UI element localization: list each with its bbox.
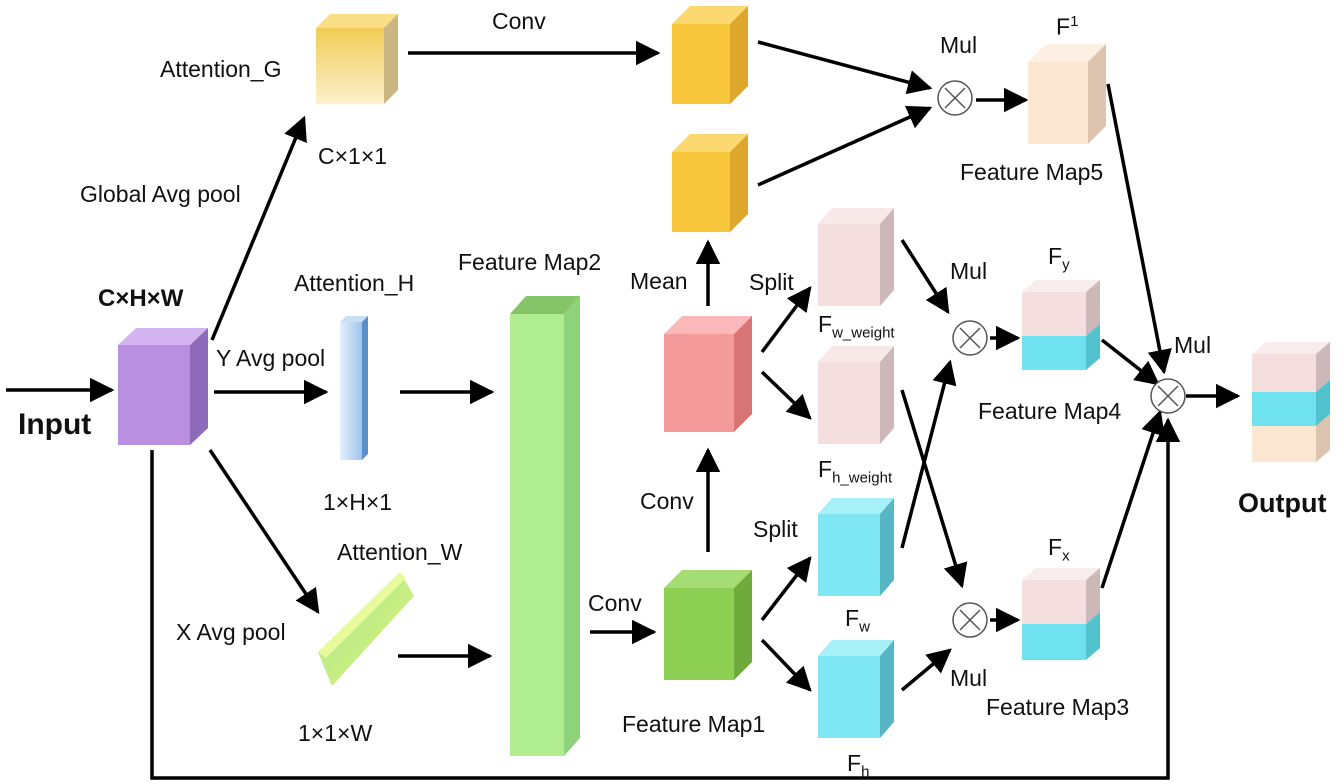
fx-base: F: [1048, 534, 1063, 560]
attention-w-label: Attention_W: [337, 539, 463, 565]
fh-block: [818, 640, 894, 738]
f1-base: F: [1056, 13, 1071, 40]
y-avg-pool-label: Y Avg pool: [216, 345, 326, 371]
fh-base: F: [847, 750, 862, 776]
fh-label: Fh: [847, 752, 869, 780]
conv-output-block: [672, 6, 748, 104]
conv-out-to-mul-top-arrow: [757, 40, 933, 95]
mul-mid-node: [952, 320, 988, 356]
x-avg-pool-label: X Avg pool: [176, 619, 286, 645]
mul-low-label: Mul: [950, 665, 988, 691]
f1-sup: 1: [1070, 13, 1079, 30]
output-block: [1252, 342, 1330, 462]
split-to-fw-weight-arrow: [760, 286, 812, 354]
fw-sub: w: [859, 618, 870, 636]
fh-weight-base: F: [818, 456, 833, 482]
residual-skip-connection: [150, 417, 1181, 780]
split-to-fh-weight-arrow: [760, 370, 812, 420]
fw-block: [818, 498, 894, 596]
mul-top-label: Mul: [940, 32, 978, 58]
output-label: Output: [1238, 488, 1327, 518]
mean-output-block: [672, 134, 748, 232]
h-dim-label: 1×H×1: [323, 489, 393, 515]
fw-to-mul-mid-arrow: [900, 359, 957, 549]
mul-low-node: [952, 602, 988, 638]
x-avg-pool-arrow: [208, 449, 320, 615]
fh-sub: h: [861, 763, 870, 781]
input-block: [118, 328, 208, 445]
split-to-fh-arrow: [760, 638, 812, 692]
conv-low-label: Conv: [588, 590, 642, 616]
fh-to-mul-low-arrow: [900, 648, 952, 692]
fh-weight-sub: h_weight: [832, 469, 893, 487]
feature-map1-label: Feature Map1: [622, 711, 766, 737]
attention-h-label: Attention_H: [294, 270, 415, 296]
fw-weight-block: [818, 208, 894, 306]
split-low-label: Split: [753, 516, 798, 542]
mul-top-node: [937, 80, 973, 116]
fx-to-mul-out-arrow: [1100, 409, 1165, 589]
mul-out-label: Mul: [1174, 332, 1212, 358]
mul-out-node: [1150, 378, 1186, 414]
global-avg-pool-arrow: [210, 115, 307, 341]
input-label: Input: [18, 408, 92, 441]
fh-weight-to-mul-low-arrow: [900, 389, 968, 589]
conv-mid-label: Conv: [640, 488, 694, 514]
attention-g-label: Attention_G: [160, 56, 282, 82]
split-to-fw-arrow: [760, 556, 812, 622]
f1-to-mul-out-arrow: [1106, 83, 1172, 375]
fw-weight-sub: w_weight: [832, 324, 895, 342]
fw-weight-to-mul-mid-arrow: [900, 239, 950, 315]
fw-label: Fw: [845, 607, 870, 635]
feature-map5-label: Feature Map5: [960, 159, 1104, 185]
chw-label: C×H×W: [98, 285, 184, 312]
fy-label: Fy: [1048, 245, 1070, 273]
fw-weight-base: F: [818, 311, 833, 337]
feature-map4-label: Feature Map4: [978, 398, 1122, 424]
fy-base: F: [1048, 243, 1063, 269]
connectors: [6, 40, 1241, 780]
fy-to-mul-out-arrow: [1100, 338, 1160, 386]
feature-map1-block: [664, 570, 752, 680]
mean-label: Mean: [630, 268, 688, 294]
attention-h-bar: [340, 316, 368, 460]
feature-map3-label: Feature Map3: [986, 694, 1130, 720]
fh-weight-label: Fh_weight: [818, 458, 892, 486]
mul-mid-label: Mul: [950, 258, 988, 284]
feature-map2-block: [510, 296, 580, 756]
feature-map2-label: Feature Map2: [458, 249, 602, 275]
fy-sub: y: [1062, 256, 1070, 274]
fh-weight-block: [818, 346, 894, 444]
red-block: [664, 316, 752, 432]
fy-block: [1022, 280, 1100, 370]
fx-block: [1022, 568, 1100, 660]
fw-weight-label: Fw_weight: [818, 313, 895, 341]
f1-label: F1: [1056, 14, 1078, 39]
conv-top-label: Conv: [492, 8, 546, 34]
w-dim-label: 1×1×W: [298, 720, 373, 746]
mean-out-to-mul-top-arrow: [757, 105, 933, 187]
fw-base: F: [845, 605, 860, 631]
fx-label: Fx: [1048, 536, 1070, 564]
fx-sub: x: [1062, 547, 1070, 565]
split-top-label: Split: [749, 269, 794, 295]
attention-g-block: [316, 14, 398, 104]
attention-w-bar: [318, 572, 414, 686]
c11-label: C×1×1: [318, 143, 388, 169]
f1-block: [1028, 44, 1106, 144]
global-avg-pool-label: Global Avg pool: [80, 181, 241, 207]
